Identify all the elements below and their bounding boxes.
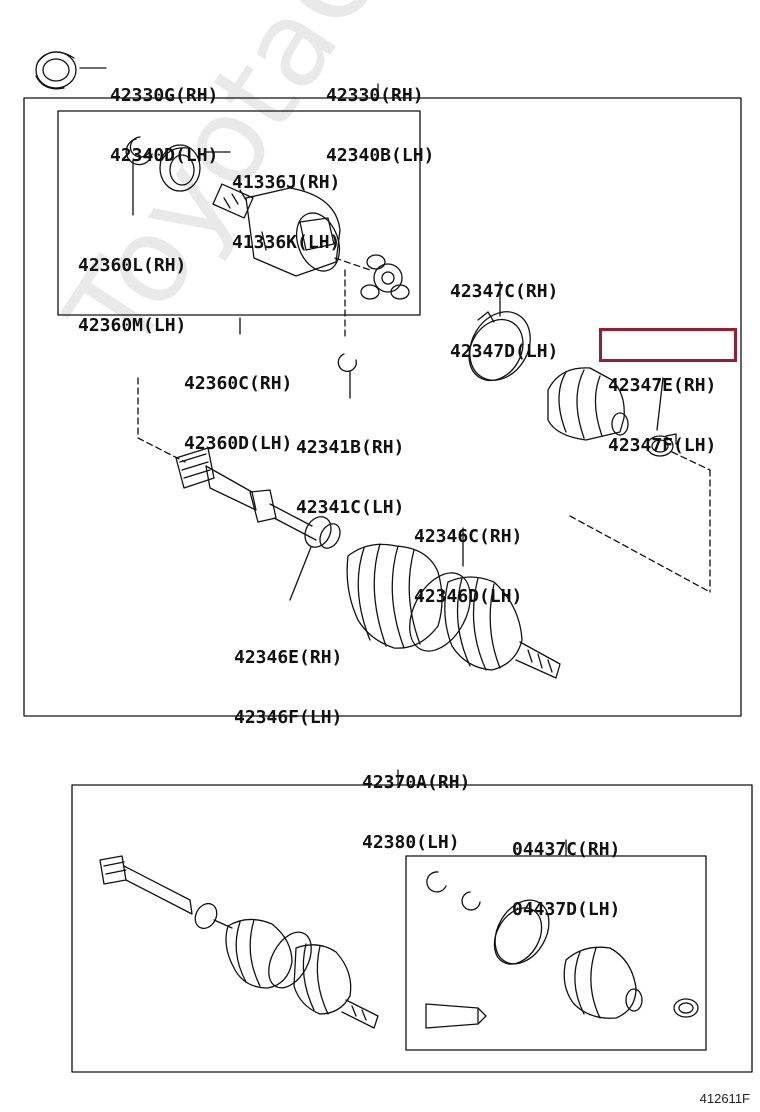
shaft-clamp-ring (409, 572, 471, 652)
outboard-boot (547, 367, 629, 441)
dust-seal-ring (35, 51, 77, 90)
part-label-42347c[interactable]: 42347C(RH) 42347D(LH) (450, 281, 559, 362)
lower-assembly-frame (71, 784, 753, 1073)
inboard-joint-housing (212, 183, 341, 277)
part-label-42330g[interactable]: 42330G(RH) 42340D(LH) (110, 85, 219, 166)
oil-seal (159, 144, 201, 192)
part-label-42346c[interactable]: 42346C(RH) 42346D(LH) (414, 526, 523, 607)
tripod-spider (360, 254, 410, 300)
part-label-04437c[interactable]: 04437C(RH) 04437D(LH) (512, 839, 621, 920)
boot-kit-parts (425, 871, 699, 1029)
part-label-41336j[interactable]: 41336J(RH) 41336K(LH) (232, 172, 341, 253)
part-label-42360l[interactable]: 42360L(RH) 42360M(LH) (78, 255, 187, 336)
lower-drive-shaft (99, 855, 379, 1029)
part-label-42330[interactable]: 42330(RH) 42340B(LH) (326, 85, 435, 166)
figure-number: 412611F (699, 1091, 750, 1106)
highlight-frame (599, 328, 737, 362)
part-label-42347e[interactable]: 42347E(RH) 42347F(LH) (608, 375, 717, 456)
part-label-42370a[interactable]: 42370A(RH) 42380(LH) (362, 772, 471, 853)
inboard-boot (346, 543, 443, 649)
circlip (337, 353, 357, 372)
drive-shaft (175, 447, 341, 549)
inner-joint-frame (57, 110, 421, 316)
boot-clamp-small (646, 433, 677, 457)
upper-assembly-frame (23, 97, 742, 717)
part-label-42341b[interactable]: 42341B(RH) 42341C(LH) (296, 437, 405, 518)
boot-clamp-large (468, 311, 531, 382)
part-label-42360c[interactable]: 42360C(RH) 42360D(LH) (184, 373, 293, 454)
outboard-joint-boot (444, 576, 561, 679)
part-label-42346e[interactable]: 42346E(RH) 42346F(LH) (234, 647, 343, 728)
boot-kit-frame (405, 855, 707, 1051)
